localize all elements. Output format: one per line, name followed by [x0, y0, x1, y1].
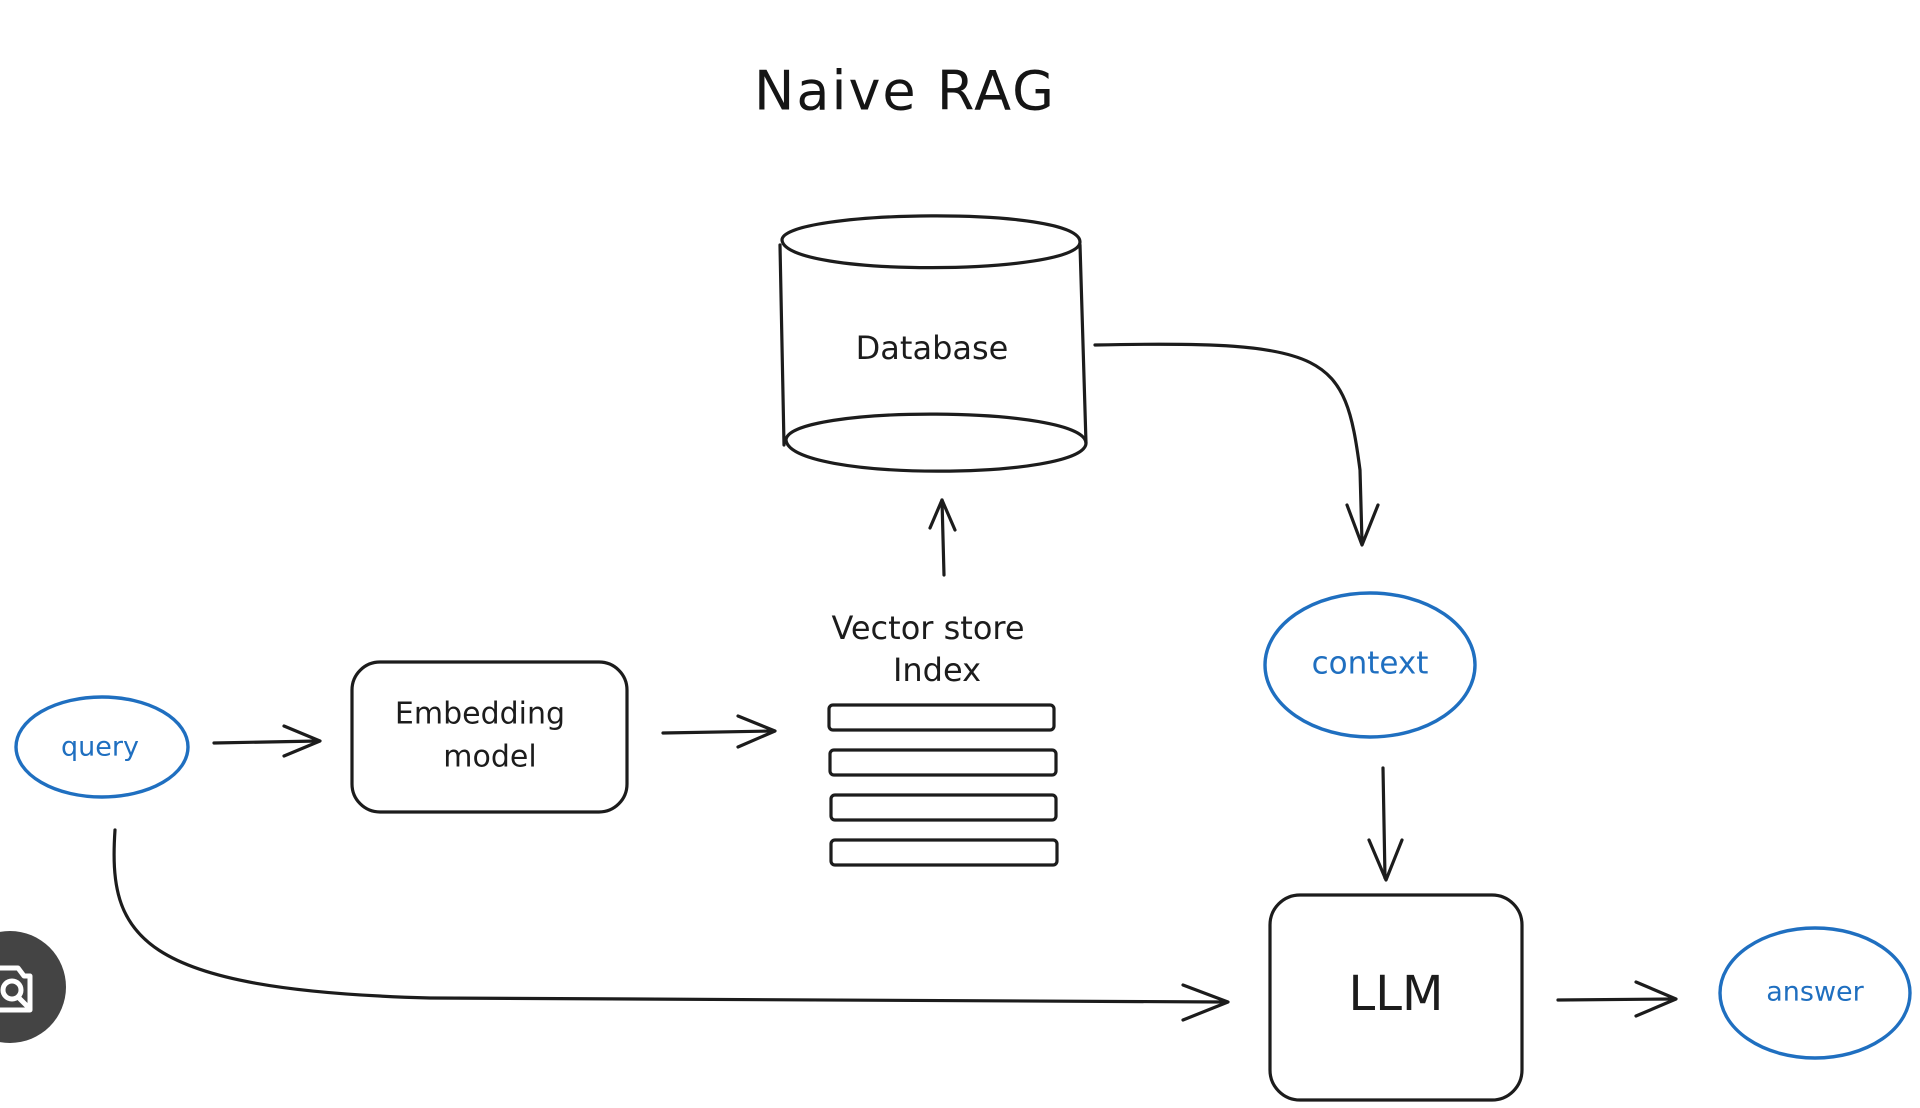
answer-node: answer	[1718, 926, 1912, 1060]
arrow-query-to-llm	[112, 828, 1230, 1022]
vector-store-label-line1: Vector store	[831, 609, 1024, 647]
arrow-index-to-database	[928, 498, 957, 577]
query-node: query	[14, 695, 190, 799]
embedding-model-box: Embedding model	[350, 660, 629, 814]
vector-store-index	[827, 703, 1059, 867]
llm-label: LLM	[1349, 966, 1444, 1022]
visual-search-lens-icon	[0, 965, 33, 1013]
embedding-model-label-line2: model	[443, 740, 536, 775]
diagram-title: Naive RAG	[754, 60, 1056, 123]
arrow-query-to-embedding	[212, 724, 322, 758]
arrow-context-to-llm	[1367, 766, 1404, 882]
arrow-embedding-to-index	[661, 714, 777, 749]
database-cylinder: Database	[778, 214, 1088, 473]
vector-store-label-line2: Index	[893, 651, 981, 689]
arrow-llm-to-answer	[1556, 980, 1678, 1018]
answer-label: answer	[1766, 977, 1864, 1008]
index-row	[829, 838, 1059, 867]
llm-box: LLM	[1268, 893, 1524, 1102]
index-row	[827, 703, 1056, 732]
index-row	[829, 793, 1058, 822]
index-row	[828, 748, 1058, 777]
context-node: context	[1263, 591, 1477, 739]
database-label: Database	[856, 329, 1009, 367]
visual-search-button[interactable]	[0, 931, 66, 1043]
arrow-database-to-context	[1093, 342, 1380, 547]
context-label: context	[1312, 646, 1429, 682]
query-label: query	[61, 732, 139, 763]
embedding-model-label-line1: Embedding	[395, 697, 565, 732]
